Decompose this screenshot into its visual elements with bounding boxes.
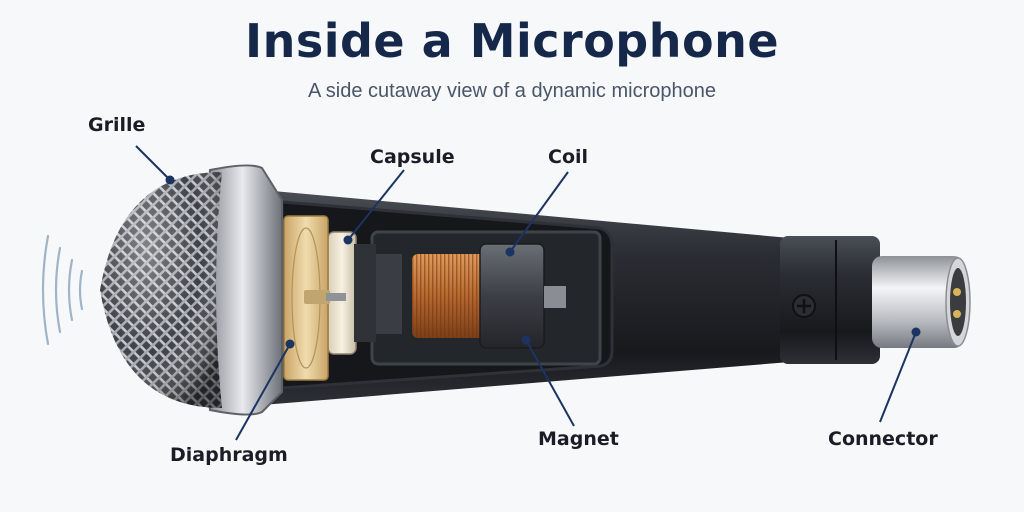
label-capsule: Capsule <box>370 146 455 168</box>
connector-part <box>872 256 971 348</box>
leader-dots <box>165 175 921 349</box>
screw-icon <box>792 294 816 318</box>
sound-waves-icon <box>41 234 84 346</box>
label-connector: Connector <box>828 428 938 450</box>
grille-part <box>100 172 222 408</box>
label-diaphragm: Diaphragm <box>170 444 288 466</box>
rear-barrel <box>780 236 880 364</box>
diaphragm-part <box>283 215 346 381</box>
label-grille: Grille <box>88 114 146 136</box>
coil-part <box>412 254 488 338</box>
page-subtitle: A side cutaway view of a dynamic microph… <box>308 80 716 102</box>
magnet-part <box>479 243 566 349</box>
label-magnet: Magnet <box>538 428 619 450</box>
label-coil: Coil <box>548 146 589 168</box>
leader-lines <box>135 145 917 441</box>
page-title: Inside a Microphone <box>244 14 780 68</box>
